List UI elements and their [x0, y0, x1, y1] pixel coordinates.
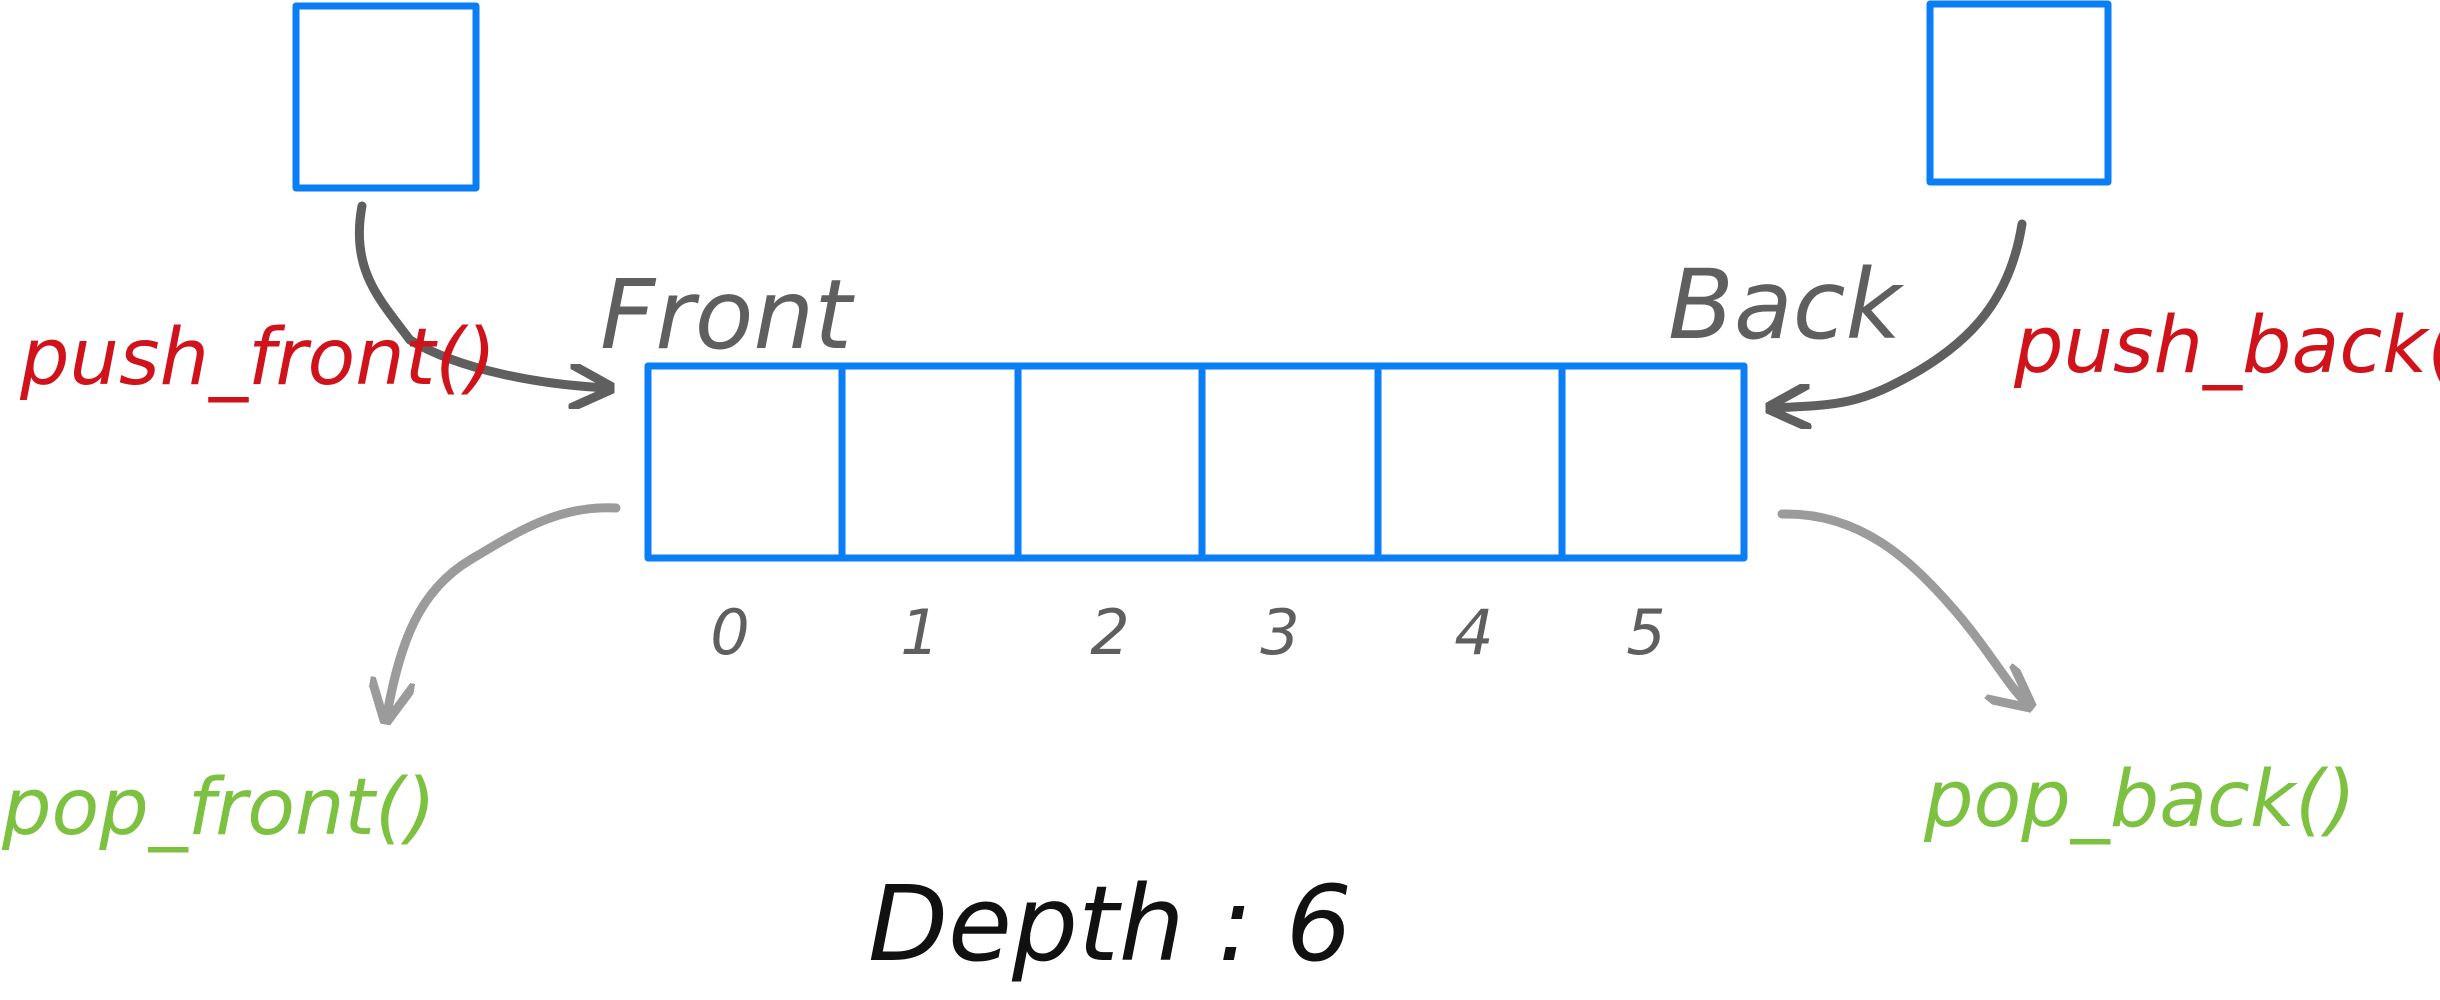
- cell-index: 3: [1260, 596, 1299, 669]
- cell-index: 1: [900, 596, 939, 669]
- cell-index: 2: [1090, 596, 1129, 669]
- deque-outline: [644, 362, 1748, 562]
- cell-index: 4: [1454, 596, 1493, 669]
- depth-caption: Depth : 6: [868, 863, 1352, 985]
- cell-indices: 0 1 2 3 4 5: [710, 596, 1665, 669]
- cell-index: 5: [1626, 596, 1665, 669]
- back-label: Back: [1668, 249, 1904, 361]
- push-front-label: push_front(): [19, 313, 496, 403]
- push-back-label: push_back(): [2013, 301, 2440, 391]
- deque-container: [644, 362, 1748, 562]
- incoming-back-element: [1926, 0, 2112, 186]
- pop-front-arrow: [386, 503, 621, 720]
- front-label: Front: [600, 259, 855, 371]
- pop-back-arrow: [1777, 509, 2030, 706]
- cell-index: 0: [710, 596, 749, 669]
- pop-front-label: pop_front(): [1, 763, 436, 853]
- incoming-front-element: [292, 2, 480, 192]
- push-front-arrow: [354, 201, 610, 388]
- push-back-arrow: [1770, 219, 2027, 408]
- pop-back-label: pop_back(): [1923, 755, 2356, 845]
